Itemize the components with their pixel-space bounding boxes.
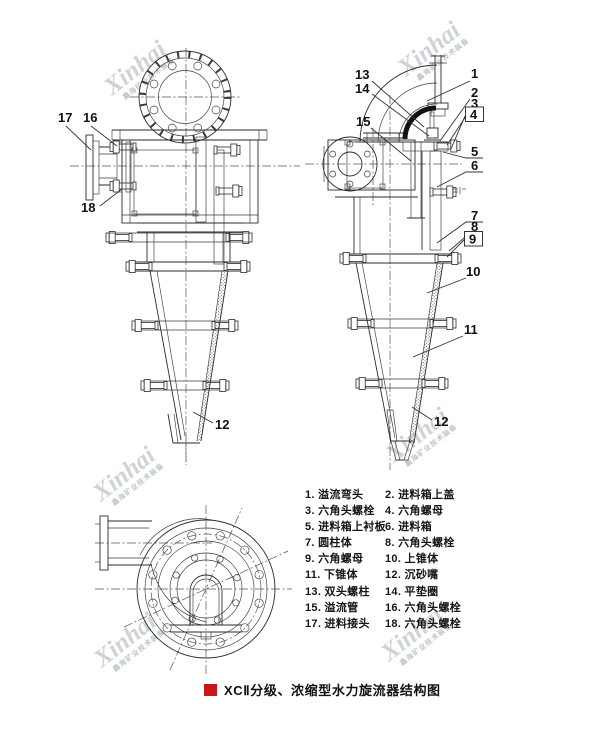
parts-list-item: 2. 进料箱上盖 [385,489,455,501]
parts-list-item: 8. 六角头螺栓 [385,537,455,550]
caption-marker-icon [204,683,217,696]
parts-list: 1. 溢流弯头 2. 进料箱上盖 3. 六角头螺栓 4. 六角螺母 5. 进料箱… [305,486,501,631]
callout-13: 13 [355,67,369,82]
parts-list-item: 16. 六角头螺栓 [385,601,462,614]
parts-list-item: 4. 六角螺母 [385,505,444,518]
callout-8: 8 [471,219,478,234]
callout-11: 11 [464,322,478,337]
callout-16: 16 [83,110,97,125]
callout-2: 2 [471,85,478,100]
parts-list-item: 3. 六角头螺栓 [305,505,375,518]
parts-list-item: 11. 下锥体 [305,569,358,582]
callout-17: 17 [58,110,72,125]
parts-list-item: 9. 六角螺母 [305,553,364,566]
callout-6: 6 [471,158,478,173]
bottom-plan-view [95,505,292,674]
callout-3: 3 [471,96,478,111]
callout-14: 14 [355,81,370,96]
parts-list-item: 6. 进料箱 [385,521,433,534]
parts-list-item: 10. 上锥体 [385,553,439,566]
callout-5: 5 [471,144,478,159]
callouts: 17 16 18 12 13 14 15 1 2 3 4 5 6 7 8 9 1… [58,66,484,432]
callout-12-right: 12 [434,414,448,429]
parts-list-item: 17. 进料接头 [305,617,370,630]
parts-list-item: 13. 双头螺柱 [305,585,370,598]
figure-caption: XCⅡ分级、浓缩型水力旋流器结构图 [204,680,441,699]
callout-4: 4 [470,107,478,122]
callout-1: 1 [471,66,478,81]
caption-text: XCⅡ分级、浓缩型水力旋流器结构图 [224,683,441,698]
parts-list-item: 14. 平垫圈 [385,585,439,598]
callout-7: 7 [471,208,478,223]
callout-15: 15 [356,114,370,129]
right-section-view [305,55,466,470]
parts-list-item: 18. 六角头螺栓 [385,617,462,630]
parts-list-item: 5. 进料箱上衬板 [305,521,386,534]
plan-bolt-holes [148,531,264,647]
callout-9: 9 [469,232,476,247]
callout-10: 10 [466,264,480,279]
parts-list-item: 7. 圆柱体 [305,537,353,550]
left-side-view [70,48,300,465]
parts-list-item: 12. 沉砂嘴 [385,569,439,582]
parts-list-item: 1. 溢流弯头 [305,489,364,501]
dimension-ticks [453,187,466,194]
callout-18: 18 [81,200,95,215]
callout-12-left: 12 [215,417,229,432]
flange-bolt-holes [149,61,221,133]
parts-list-item: 15. 溢流管 [305,601,359,614]
